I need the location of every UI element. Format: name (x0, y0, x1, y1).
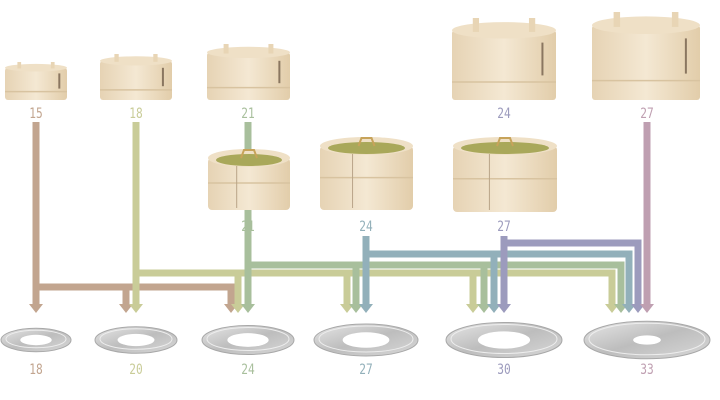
connection-routes (29, 122, 654, 313)
plate-label-18: 18 (29, 362, 43, 378)
arrow-down-icon (29, 304, 43, 313)
lid-handle (671, 12, 679, 27)
mid-steamer-label-21: 21 (241, 219, 255, 235)
steamer-body (5, 67, 67, 100)
arrow-down-icon (487, 304, 501, 313)
plate-label-30: 30 (497, 362, 511, 378)
steamer-top (100, 56, 172, 66)
plate-hole (227, 333, 269, 347)
steamer-top (452, 22, 556, 39)
arrow-down-icon (231, 304, 245, 313)
plate-inner-rim (5, 329, 67, 349)
route-from-27 (640, 122, 654, 313)
plate-hole (117, 333, 155, 347)
steamer-lid-27 (592, 12, 700, 101)
steamer-body (452, 30, 556, 100)
arrow-down-icon (359, 304, 373, 313)
steamer-lid-21 (207, 44, 290, 100)
route-from-24 (359, 236, 636, 313)
arrow-down-icon (622, 304, 636, 313)
plate-label-24: 24 (241, 362, 255, 378)
steamer-basket-24 (320, 137, 413, 210)
plate-inner-rim (450, 324, 558, 354)
arrow-down-icon (340, 304, 354, 313)
binding (278, 60, 281, 84)
steamer-basket-27 (453, 137, 557, 212)
lid-handle (50, 62, 55, 69)
arrow-down-icon (631, 304, 645, 313)
steamer-lid-15 (5, 62, 67, 100)
basket-handle (496, 137, 514, 147)
steamer-plate-24 (201, 325, 295, 355)
top-steamer-label-27: 27 (640, 106, 654, 122)
basket-body (208, 158, 290, 210)
arrow-down-icon (640, 304, 654, 313)
arrow-down-icon (497, 304, 511, 313)
lid-handle (17, 62, 22, 69)
top-steamer-label-15: 15 (29, 106, 43, 122)
top-steamer-label-24: 24 (497, 106, 511, 122)
basket-handle (240, 149, 258, 159)
binding (541, 42, 544, 76)
plate-inner-rim (588, 322, 706, 356)
steamer-lid-24 (452, 18, 556, 100)
steamer-plate-20 (94, 326, 178, 354)
steamer-plate-33 (583, 320, 711, 360)
lid-handle (528, 18, 536, 32)
steamer-plate-18 (0, 327, 72, 353)
steamer-basket-21 (208, 149, 290, 210)
arrow-down-icon (241, 304, 255, 313)
basket-mat (328, 142, 405, 154)
steamer-top (592, 16, 700, 34)
steamer-top (5, 63, 67, 72)
route-from-15 (29, 122, 238, 313)
lid-handle (153, 54, 158, 62)
plate-label-27: 27 (359, 362, 373, 378)
binding (684, 38, 687, 74)
lid-handle (472, 18, 480, 32)
steamer-body (207, 52, 290, 100)
plate-label-20: 20 (129, 362, 143, 378)
plate-inner-rim (318, 325, 414, 353)
lid-handle (613, 12, 621, 27)
binding (161, 67, 164, 87)
steamer-top (207, 46, 290, 59)
mid-steamer-label-24: 24 (359, 219, 373, 235)
route-from-21 (241, 122, 628, 313)
top-steamer-label-21: 21 (241, 106, 255, 122)
plate-label-33: 33 (640, 362, 654, 378)
basket-mat (216, 154, 282, 166)
basket-mat (461, 142, 549, 154)
steamer-plate-30 (445, 322, 563, 358)
steamer-lid-18 (100, 54, 172, 100)
mid-steamer-label-27: 27 (497, 219, 511, 235)
arrow-down-icon (349, 304, 363, 313)
plate-hole (342, 332, 390, 348)
route-from-24-27 (497, 236, 645, 313)
steamer-body (100, 60, 172, 100)
plate-hole (20, 334, 52, 346)
lid-handle (223, 44, 229, 54)
arrow-down-icon (466, 304, 480, 313)
product-images (0, 12, 711, 360)
route-from-18 (129, 122, 619, 313)
top-steamer-label-18: 18 (129, 106, 143, 122)
arrow-down-icon (119, 304, 133, 313)
binding (58, 73, 61, 89)
plate-hole (477, 331, 531, 349)
arrow-down-icon (605, 304, 619, 313)
arrow-down-icon (477, 304, 491, 313)
lid-handle (268, 44, 274, 54)
plate-inner-rim (99, 328, 173, 350)
basket-handle (357, 137, 376, 147)
steamer-plate-27 (313, 323, 419, 357)
plate-hole (633, 335, 661, 345)
plate-inner-rim (206, 327, 290, 351)
arrow-down-icon (129, 304, 143, 313)
lid-handle (114, 54, 119, 62)
steamer-body (592, 25, 700, 101)
